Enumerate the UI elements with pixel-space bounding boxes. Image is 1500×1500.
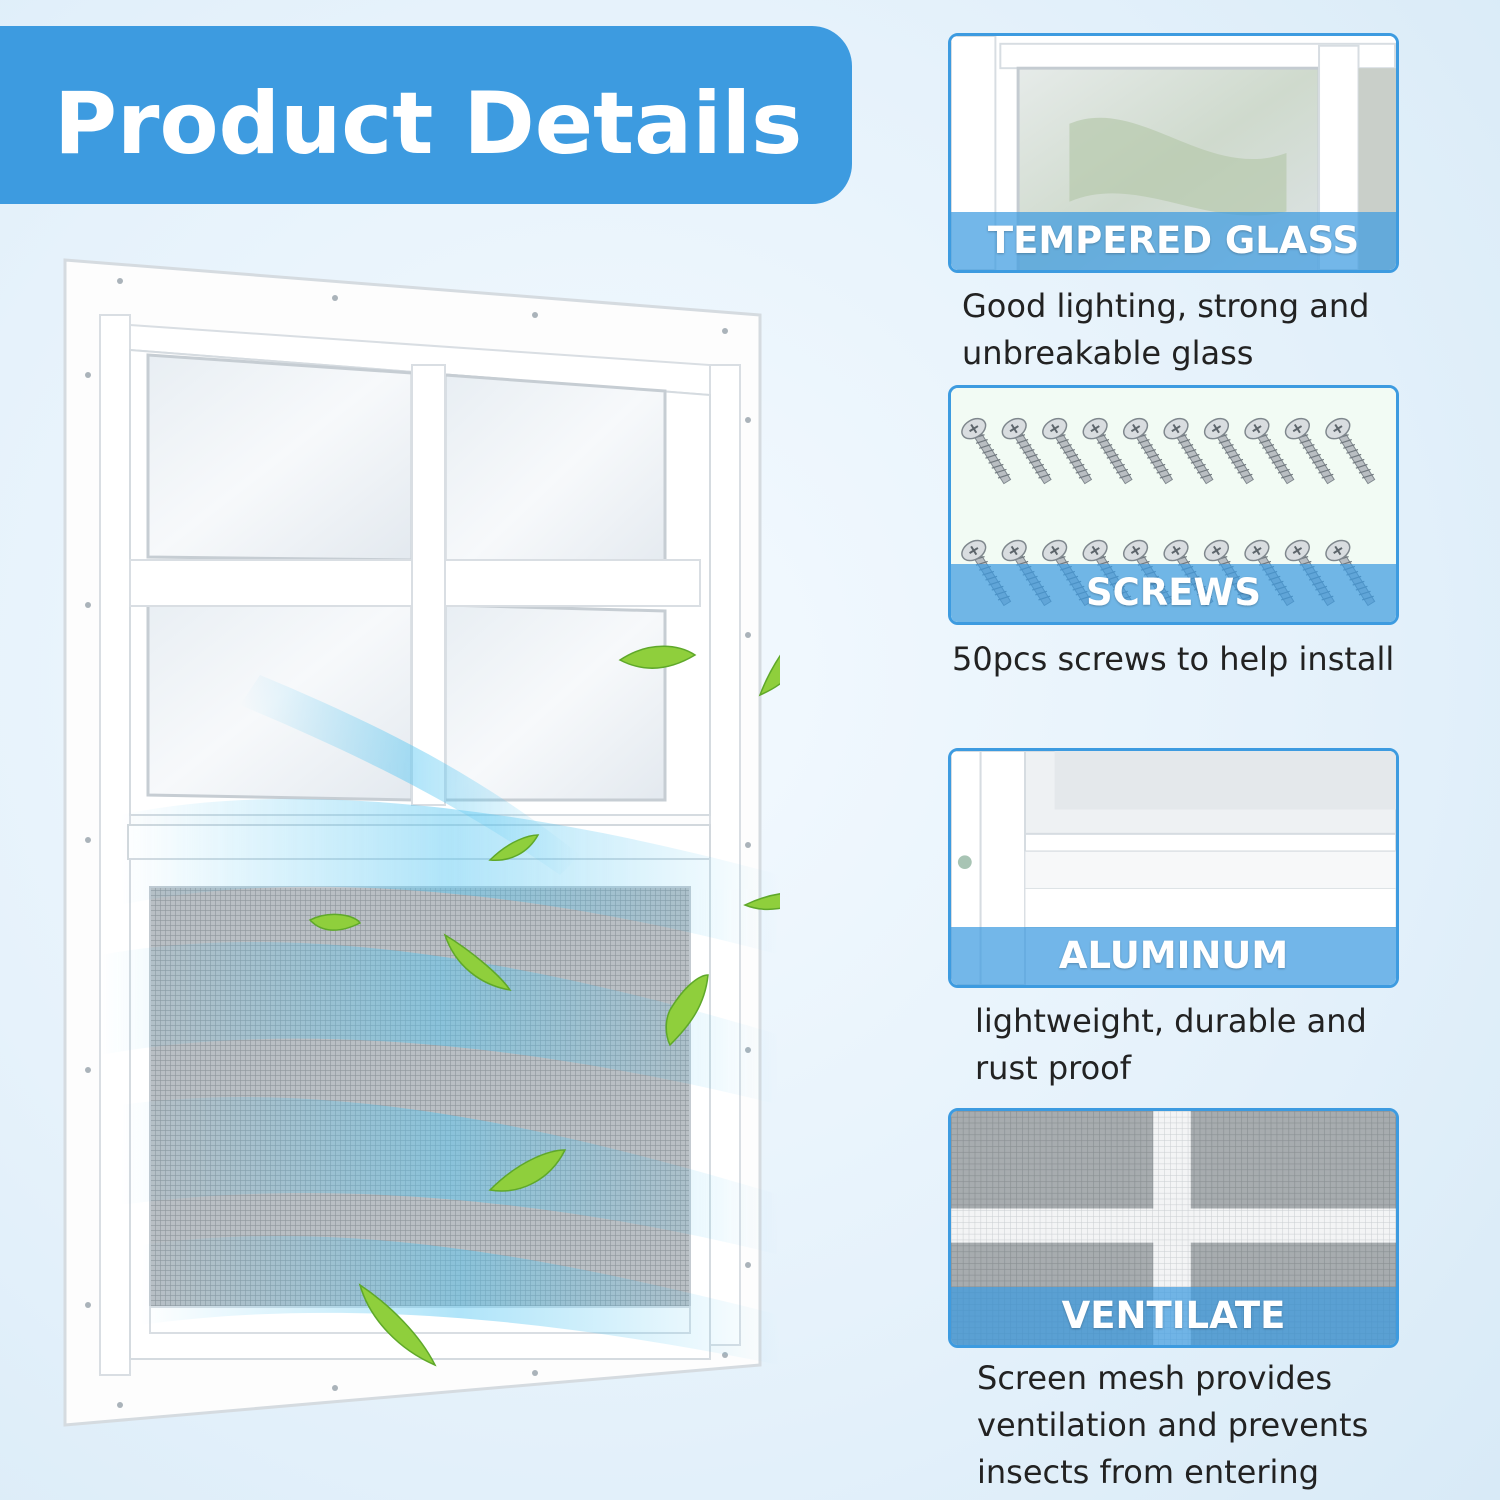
feature-label-tempered-glass: TEMPERED GLASS bbox=[951, 212, 1396, 270]
desc-line: ventilation and prevents bbox=[977, 1406, 1369, 1444]
page-title: Product Details bbox=[54, 74, 803, 174]
feature-card-screws: SCREWS bbox=[948, 385, 1399, 625]
screw-icon bbox=[951, 388, 1396, 622]
feature-desc-screws: 50pcs screws to help install bbox=[952, 636, 1394, 683]
screw-icon bbox=[1325, 417, 1376, 485]
feature-label-screws: SCREWS bbox=[951, 564, 1396, 622]
desc-line: insects from entering bbox=[977, 1453, 1319, 1491]
feature-desc-tempered-glass: Good lighting, strong and unbreakable gl… bbox=[962, 283, 1369, 377]
desc-line: rust proof bbox=[975, 1049, 1132, 1087]
feature-label-aluminum: ALUMINUM bbox=[951, 927, 1396, 985]
feature-card-ventilate: VENTILATE bbox=[948, 1108, 1399, 1348]
screw-icon bbox=[1203, 417, 1254, 485]
window-illustration bbox=[63, 258, 780, 1427]
screw-icon bbox=[1082, 417, 1133, 485]
screw-icon bbox=[1244, 417, 1295, 485]
screw-icon bbox=[1001, 417, 1052, 485]
feature-card-aluminum: ALUMINUM bbox=[948, 748, 1399, 988]
desc-line: 50pcs screws to help install bbox=[952, 640, 1395, 678]
desc-line: unbreakable glass bbox=[962, 334, 1254, 372]
desc-line: Good lighting, strong and bbox=[962, 287, 1370, 325]
title-banner: Product Details bbox=[0, 26, 852, 204]
desc-line: lightweight, durable and bbox=[975, 1002, 1367, 1040]
screw-icon bbox=[1163, 417, 1214, 485]
feature-desc-ventilate: Screen mesh provides ventilation and pre… bbox=[977, 1355, 1368, 1496]
feature-card-tempered-glass: TEMPERED GLASS bbox=[948, 33, 1399, 273]
feature-label-ventilate: VENTILATE bbox=[951, 1287, 1396, 1345]
feature-desc-aluminum: lightweight, durable and rust proof bbox=[975, 998, 1367, 1092]
screw-icon bbox=[1122, 417, 1174, 485]
screw-icon bbox=[1284, 417, 1335, 485]
desc-line: Screen mesh provides bbox=[977, 1359, 1333, 1397]
screw-icon bbox=[1042, 417, 1093, 485]
screw-icon bbox=[961, 417, 1012, 485]
